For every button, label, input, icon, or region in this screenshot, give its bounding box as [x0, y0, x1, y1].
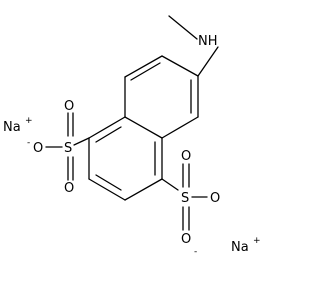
o-label: O [181, 149, 191, 164]
bond [124, 116, 163, 139]
o-label: O [210, 191, 220, 206]
bond-n-methyl [168, 15, 198, 40]
minus-charge: - [27, 138, 30, 148]
plus-charge: + [253, 236, 261, 246]
bond [124, 55, 163, 78]
o-minus-label: O [33, 141, 43, 156]
bond [88, 116, 126, 139]
bond-c-s [161, 178, 179, 191]
sodium-ion-lower: Na + [231, 236, 261, 255]
bond-c-s [73, 137, 90, 146]
bond [161, 116, 199, 139]
nh-label: NH [198, 34, 218, 49]
na-label: Na [231, 240, 249, 255]
bond [161, 55, 199, 77]
na-label: Na [3, 120, 21, 135]
s-label: S [181, 191, 189, 206]
molecule-diagram: NH S O O O - S O O O - Na + Na + [3, 15, 261, 257]
o-label: O [64, 99, 74, 114]
structure-drawing: NH S O O O - S O O O - Na + Na + [3, 15, 261, 257]
methylamino-group: NH [168, 15, 219, 77]
double-bond-inner [130, 62, 161, 81]
sulfonate-group-upper: S O O O - [27, 99, 90, 196]
o-label: O [64, 181, 74, 196]
double-bond-inner [95, 174, 122, 191]
s-label: S [64, 141, 72, 156]
ring-b [88, 116, 163, 201]
o-minus-label: O [181, 232, 191, 247]
bond-c-n [197, 46, 219, 77]
minus-charge: - [194, 247, 197, 257]
sulfonate-group-lower: S O O O - [161, 149, 220, 257]
bond [88, 178, 126, 201]
sodium-ion-upper: Na + [3, 116, 33, 135]
plus-charge: + [25, 116, 33, 126]
bond [124, 178, 163, 201]
ring-a [124, 55, 199, 139]
double-bond-inner [95, 126, 122, 143]
